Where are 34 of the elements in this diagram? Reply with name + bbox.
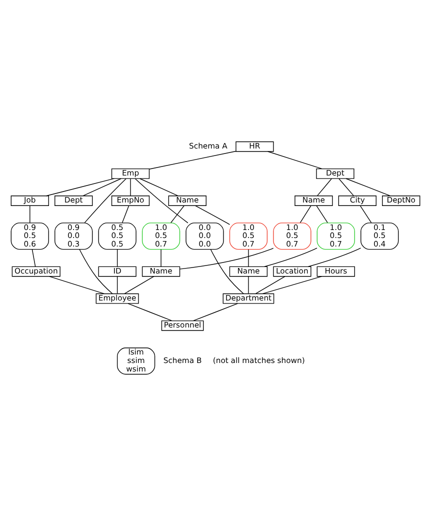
connector (128, 302, 172, 321)
connector (360, 204, 372, 223)
connector (134, 178, 188, 223)
connector (308, 247, 362, 266)
connector (116, 276, 118, 294)
connector (79, 248, 113, 294)
connector (179, 247, 274, 269)
connector (255, 276, 286, 294)
connector (140, 178, 178, 196)
connector (82, 178, 122, 196)
connector (194, 204, 230, 224)
connector (84, 178, 126, 223)
connector (317, 178, 332, 196)
connector (116, 248, 118, 266)
connector (346, 178, 391, 196)
connector (262, 276, 322, 294)
connector (122, 204, 130, 223)
connector (149, 150, 236, 169)
connector (124, 276, 154, 294)
connector (316, 204, 328, 223)
connector (338, 178, 354, 196)
connector (32, 248, 36, 266)
connector (248, 248, 249, 266)
connector (300, 204, 312, 223)
connector (130, 178, 131, 196)
connector (267, 150, 322, 169)
connector (193, 302, 238, 321)
connector (46, 178, 114, 196)
connector (160, 248, 162, 266)
connector (170, 204, 185, 223)
connector (49, 276, 104, 294)
connector (264, 247, 318, 266)
connector (248, 276, 249, 294)
connector (210, 248, 244, 294)
